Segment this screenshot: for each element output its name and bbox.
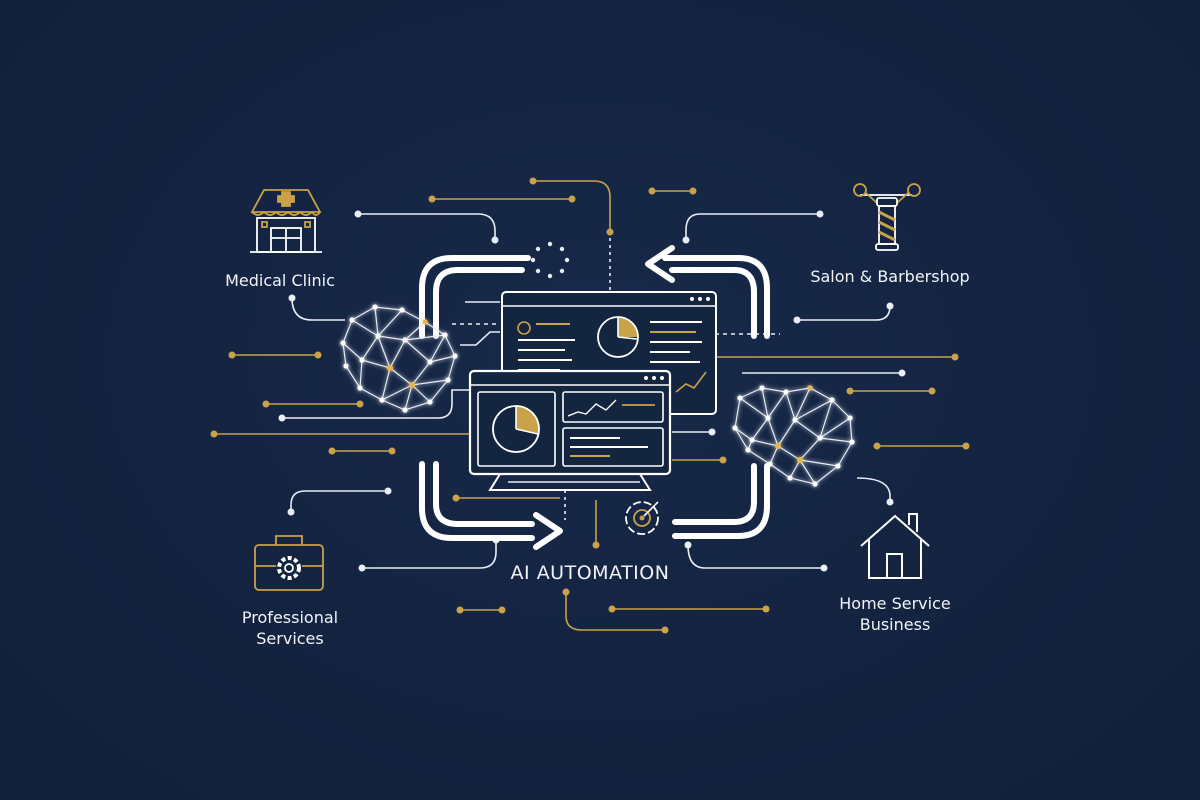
circuit-traces — [214, 180, 966, 631]
salon-barbershop-label: Salon & Barbershop — [810, 267, 970, 286]
professional-services-label: Professional Services — [215, 607, 365, 649]
diagram-title: AI AUTOMATION — [510, 562, 670, 584]
home-service-line1: Home Service — [839, 594, 951, 613]
neural-network-left — [340, 304, 458, 413]
home-service-label: Home Service Business — [815, 593, 975, 635]
neural-network-right — [732, 385, 855, 487]
arrow-head-right — [533, 512, 563, 550]
professional-services-line1: Professional — [241, 608, 339, 627]
clinic-icon — [250, 189, 322, 253]
arrow-head-left — [645, 245, 675, 283]
barber-pole-icon — [853, 183, 921, 251]
house-icon — [860, 513, 930, 579]
briefcase-gear-icon — [254, 535, 324, 591]
home-service-line2: Business — [859, 615, 931, 634]
monitor-dashboard — [468, 369, 672, 491]
target-icon — [625, 501, 659, 535]
medical-clinic-label: Medical Clinic — [225, 271, 335, 290]
cycle-arrows — [419, 255, 770, 541]
loading-dots-icon — [530, 241, 570, 279]
professional-services-line2: Services — [256, 629, 324, 648]
circuit-nodes — [210, 177, 970, 634]
